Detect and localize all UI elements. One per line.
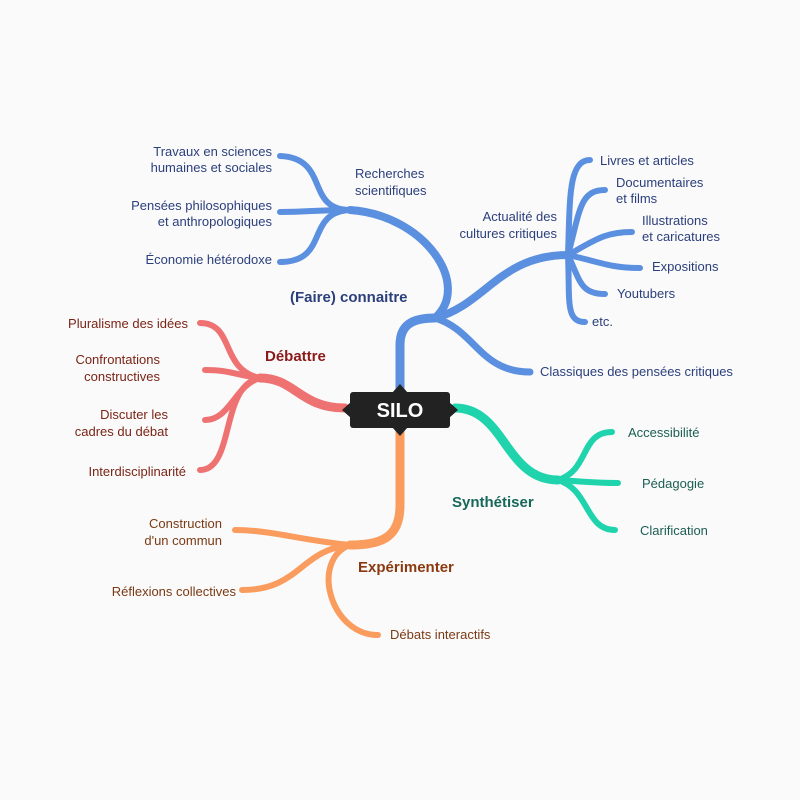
connector-leaf [325, 542, 381, 638]
connector-leaf [565, 187, 608, 258]
connector-leaf [232, 527, 353, 548]
connector-leaf [565, 157, 593, 258]
root-node[interactable]: SILO [342, 384, 458, 436]
connector-classiques [431, 314, 534, 376]
hub-debattre: Débattre [265, 348, 326, 365]
hub-synthetiser: Synthétiser [452, 494, 534, 511]
hub-connaitre: (Faire) connaitre [290, 289, 408, 306]
leaf-accessibilite: Accessibilité [628, 425, 700, 440]
leaf-interdisciplinarite: Interdisciplinarité [88, 464, 186, 479]
leaf-economie: Économie hétérodoxe [146, 252, 272, 267]
leaf-livres: Livres et articles [600, 153, 694, 168]
connector-leaf [565, 229, 635, 258]
connector-debattre [255, 373, 350, 413]
leaf-youtubers: Youtubers [617, 286, 676, 301]
node-classiques: Classiques des pensées critiques [540, 364, 733, 379]
connector-leaf [565, 252, 588, 325]
connector-actualite [431, 251, 572, 322]
connector-leaf [197, 375, 263, 473]
connector-leaf [277, 153, 353, 213]
connector-recherches [346, 206, 452, 322]
connector-leaf [555, 477, 618, 533]
leaf-pluralisme: Pluralisme des idées [68, 316, 188, 331]
connector-leaf [555, 429, 615, 483]
branch-debattre [197, 320, 350, 473]
connector-leaf [277, 207, 353, 265]
root-box [350, 392, 450, 428]
connector-leaf [565, 252, 643, 271]
hub-experimenter: Expérimenter [358, 559, 454, 576]
connector-experimenter [345, 425, 405, 550]
connector-synthetiser [450, 403, 563, 485]
leaf-reflexions: Réflexions collectives [112, 584, 237, 599]
branch-synthetiser [450, 403, 621, 533]
root-label: SILO [377, 400, 424, 422]
leaf-expositions: Expositions [652, 259, 719, 274]
connector-connaitre [395, 313, 440, 393]
branch-connaitre [277, 153, 643, 393]
connector-leaf [239, 542, 353, 593]
leaf-clarification: Clarification [640, 523, 708, 538]
connector-leaf [202, 367, 263, 381]
leaf-etc: etc. [592, 314, 613, 329]
leaf-debats: Débats interactifs [390, 627, 491, 642]
leaf-pedagogie: Pédagogie [642, 476, 704, 491]
branch-experimenter [232, 425, 405, 638]
